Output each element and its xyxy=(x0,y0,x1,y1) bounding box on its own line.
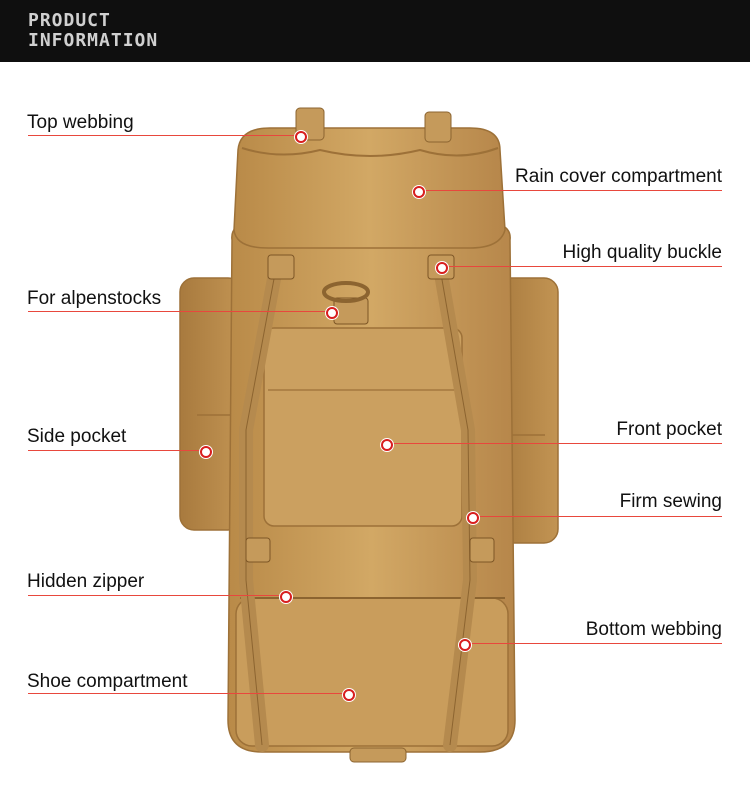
header-title-line1: PRODUCT xyxy=(28,10,111,31)
label-side-pocket: Side pocket xyxy=(27,426,127,447)
label-firm-sewing: Firm sewing xyxy=(619,491,722,512)
marker-shoe-compartment[interactable] xyxy=(343,689,355,701)
leader-line-alpenstocks xyxy=(28,311,331,312)
label-buckle: High quality buckle xyxy=(562,242,722,263)
marker-alpenstocks[interactable] xyxy=(326,307,338,319)
marker-top-webbing[interactable] xyxy=(295,131,307,143)
leader-line-side-pocket xyxy=(28,450,205,451)
marker-buckle[interactable] xyxy=(436,262,448,274)
label-shoe-compartment: Shoe compartment xyxy=(27,671,188,692)
leader-line-front-pocket xyxy=(386,443,722,444)
label-front-pocket: Front pocket xyxy=(616,419,722,440)
leader-line-buckle xyxy=(441,266,722,267)
header-banner: PRODUCT INFORMATION xyxy=(0,0,750,62)
backpack-illustration xyxy=(179,107,559,763)
leader-line-firm-sewing xyxy=(472,516,722,517)
label-bottom-webbing: Bottom webbing xyxy=(585,619,722,640)
marker-hidden-zipper[interactable] xyxy=(280,591,292,603)
top-lid xyxy=(233,127,506,249)
leader-line-bottom-webbing xyxy=(464,643,722,644)
marker-side-pocket[interactable] xyxy=(200,446,212,458)
leader-line-rain-cover xyxy=(418,190,722,191)
marker-firm-sewing[interactable] xyxy=(467,512,479,524)
label-alpenstocks: For alpenstocks xyxy=(27,288,162,309)
header-title-line2: INFORMATION xyxy=(28,30,159,51)
marker-rain-cover[interactable] xyxy=(413,186,425,198)
label-top-webbing: Top webbing xyxy=(27,112,134,133)
leader-line-shoe-compartment xyxy=(28,693,348,694)
label-rain-cover: Rain cover compartment xyxy=(515,166,722,187)
front-pocket-shape xyxy=(263,327,463,527)
marker-bottom-webbing[interactable] xyxy=(459,639,471,651)
label-hidden-zipper: Hidden zipper xyxy=(27,571,145,592)
marker-front-pocket[interactable] xyxy=(381,439,393,451)
leader-line-top-webbing xyxy=(28,135,298,136)
leader-line-hidden-zipper xyxy=(28,595,285,596)
